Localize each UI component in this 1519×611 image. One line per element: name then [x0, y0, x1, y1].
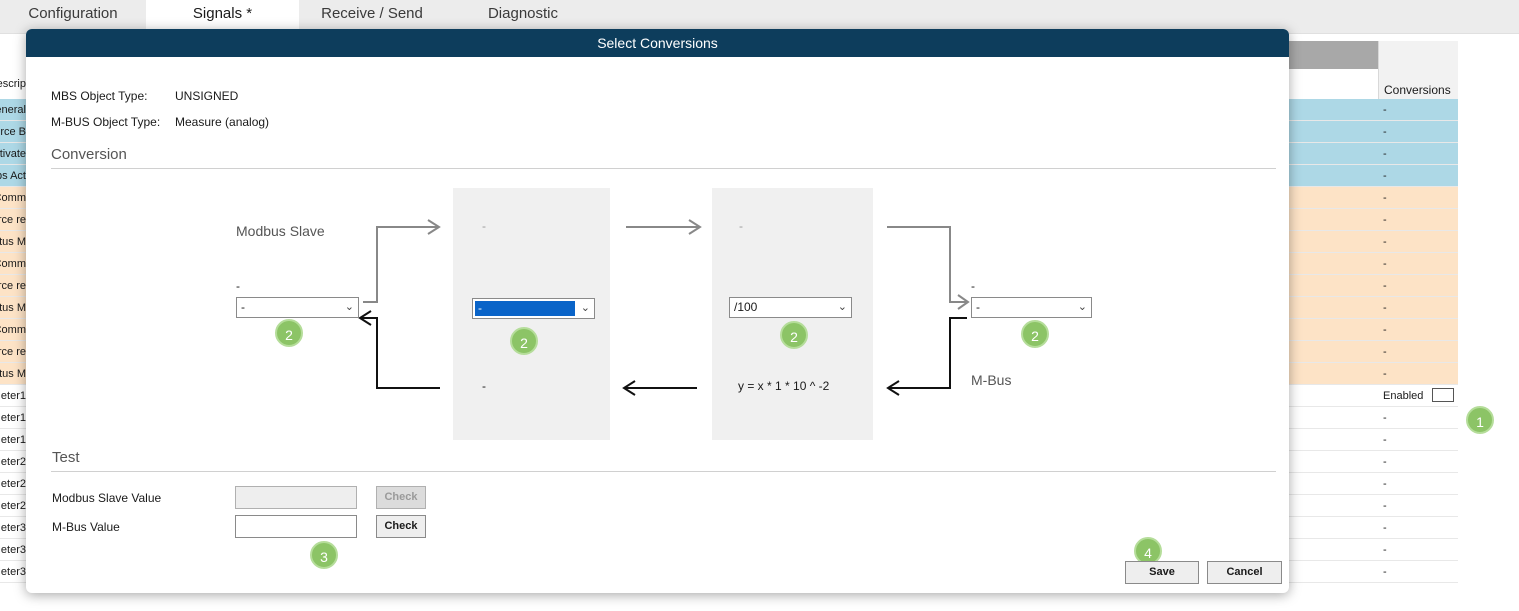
mbs-object-type-value: UNSIGNED [175, 89, 239, 103]
chevron-down-icon: ⌄ [344, 301, 354, 313]
mbus-object-type-label: M-BUS Object Type: [51, 115, 161, 129]
mbus-select-value: - [976, 300, 980, 314]
chevron-down-icon: ⌄ [837, 301, 847, 313]
row-description: Status M [0, 302, 26, 314]
mbs-object-type-label: MBS Object Type: [51, 89, 148, 103]
mbus-conversion-select[interactable]: - ⌄ [971, 297, 1092, 318]
step-badge-2: 2 [275, 319, 303, 347]
mbus-value-label: M-Bus Value [52, 520, 120, 534]
step-badge-1: 1 [1466, 406, 1494, 434]
row-conversions: - [1383, 280, 1387, 292]
modbus-conversion-select[interactable]: - ⌄ [236, 297, 359, 318]
row-description: Comm [0, 258, 26, 270]
row-conversions: - [1383, 456, 1387, 468]
row-description: Meter2_ [0, 478, 26, 490]
column-header-conversions[interactable]: Conversions [1378, 41, 1458, 99]
tab-diagnostic[interactable]: Diagnostic [487, 5, 559, 22]
panel1-top-value: - [482, 219, 486, 233]
row-description: Activate [0, 148, 26, 160]
row-conversions: - [1383, 236, 1387, 248]
tab-signals[interactable]: Signals * [146, 0, 299, 30]
row-description: Meter3_ [0, 522, 26, 534]
modbus-slave-label: Modbus Slave [236, 223, 325, 239]
row-conversions: - [1383, 104, 1387, 116]
step-badge-2: 2 [780, 321, 808, 349]
modbus-slave-value-label: Modbus Slave Value [52, 491, 162, 505]
row-description: Meter1_ [0, 434, 26, 446]
tab-bar: Configuration Signals * Receive / Send D… [0, 0, 1519, 34]
step-badge-2: 2 [510, 327, 538, 355]
panel2-top-value: - [739, 219, 743, 233]
row-conversions: - [1383, 368, 1387, 380]
panel2-conversion-select[interactable]: /100 ⌄ [729, 297, 852, 318]
row-conversions: - [1383, 346, 1387, 358]
row-description: Force re [0, 214, 26, 226]
chevron-down-icon: ⌄ [1077, 301, 1087, 313]
row-conversions: - [1383, 412, 1387, 424]
row-description: Meter3_ [0, 566, 26, 578]
step-badge-3: 3 [310, 541, 338, 569]
row-description: Meter1_ [0, 390, 26, 402]
modbus-slave-current-value: - [236, 279, 240, 293]
conversion-formula: y = x * 1 * 10 ^ -2 [738, 379, 830, 393]
test-section-title: Test [52, 449, 80, 466]
conversion-flow-arrows [358, 219, 970, 396]
row-description: Status M [0, 236, 26, 248]
mbus-label: M-Bus [971, 372, 1012, 388]
mbus-object-type-value: Measure (analog) [175, 115, 270, 129]
row-conversions: - [1383, 522, 1387, 534]
dialog-title: Select Conversions [26, 29, 1289, 57]
row-conversions: Enabled [1383, 390, 1424, 402]
tab-configuration[interactable]: Configuration [28, 5, 118, 22]
row-description: Force re [0, 346, 26, 358]
conversion-section-title: Conversion [51, 146, 127, 163]
row-description: Meter1_ [0, 412, 26, 424]
panel1-bottom-value: - [482, 379, 486, 393]
check-modbus-button[interactable]: Check [376, 486, 426, 509]
mbus-current-value: - [971, 279, 975, 293]
row-description: Meter3_ [0, 544, 26, 556]
row-conversions: - [1383, 324, 1387, 336]
tab-receive-send[interactable]: Receive / Send [321, 5, 423, 22]
row-conversions: - [1383, 192, 1387, 204]
row-description: Comm [0, 324, 26, 336]
row-conversions: - [1383, 126, 1387, 138]
test-divider [51, 471, 1276, 472]
row-description: Meter2_ [0, 456, 26, 468]
row-conversions: - [1383, 148, 1387, 160]
cancel-button[interactable]: Cancel [1207, 561, 1282, 584]
row-conversions: - [1383, 500, 1387, 512]
select-conversions-dialog: Select Conversions MBS Object Type: UNSI… [26, 29, 1289, 593]
panel1-select-value: - [475, 301, 575, 316]
row-conversions: - [1383, 170, 1387, 182]
row-conversions: - [1383, 214, 1387, 226]
row-description: Comm [0, 192, 26, 204]
column-header-description[interactable]: Descrip [0, 78, 26, 90]
modbus-slave-value-input[interactable] [235, 486, 357, 509]
step-badge-2: 2 [1021, 320, 1049, 348]
row-conversions: - [1383, 258, 1387, 270]
row-conversions: - [1383, 434, 1387, 446]
row-description: Force re [0, 280, 26, 292]
modbus-select-value: - [241, 300, 245, 314]
chevron-down-icon: ⌄ [580, 302, 590, 314]
panel1-conversion-select[interactable]: - ⌄ [472, 298, 595, 319]
row-conversions: - [1383, 566, 1387, 578]
row-description: Meter2_ [0, 500, 26, 512]
row-description: General [0, 104, 26, 116]
row-description: Ops Act [0, 170, 26, 182]
check-mbus-button[interactable]: Check [376, 515, 426, 538]
mbus-value-input[interactable] [235, 515, 357, 538]
row-conversions: - [1383, 544, 1387, 556]
table-header-filler [1284, 41, 1378, 69]
row-conversions: - [1383, 478, 1387, 490]
panel2-select-value: /100 [734, 300, 758, 314]
save-button[interactable]: Save [1125, 561, 1199, 584]
row-description: Status M [0, 368, 26, 380]
row-conversions: - [1383, 302, 1387, 314]
row-description: Force B [0, 126, 26, 138]
enabled-checkbox[interactable] [1432, 388, 1454, 402]
conversion-divider [51, 168, 1276, 169]
